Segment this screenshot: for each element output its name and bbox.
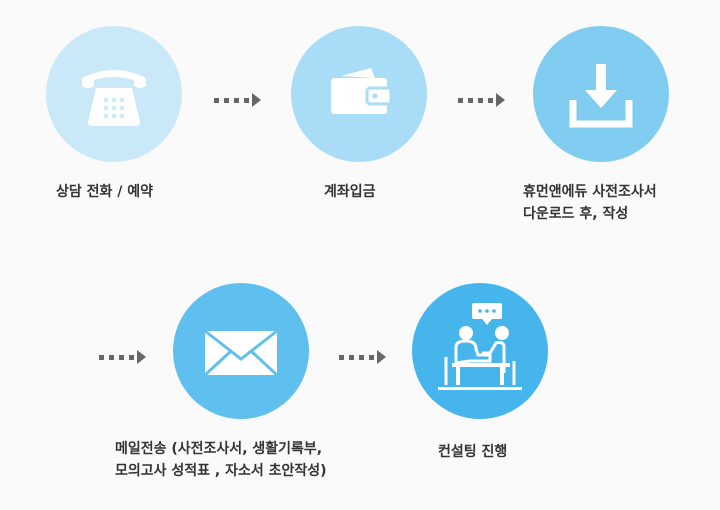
step-mail-label: 메일전송 (사전조사서, 생활기록부, 모의고사 성적표 , 자소서 초안작성) <box>115 438 327 482</box>
phone-icon <box>82 70 146 126</box>
step-download-label-line2: 다운로드 후, 작성 <box>523 206 629 222</box>
download-icon <box>569 64 633 128</box>
step-phone-label: 상담 전화 / 예약 <box>56 184 154 200</box>
arrow-right-icon <box>99 350 146 364</box>
consulting-icon <box>438 303 522 390</box>
step-download-circle <box>533 26 669 162</box>
step-mail-label-line1: 메일전송 (사전조사서, 생활기록부, <box>115 441 323 457</box>
arrow-right-icon <box>339 350 386 364</box>
step-consulting-circle <box>412 283 548 419</box>
step-wallet-circle <box>291 26 427 162</box>
mail-icon <box>203 329 279 377</box>
step-mail-circle <box>173 283 309 419</box>
step-consulting-label: 컨설팅 진행 <box>438 444 508 460</box>
step-mail-label-line2: 모의고사 성적표 , 자소서 초안작성) <box>115 463 327 479</box>
arrow-right-icon <box>458 93 505 107</box>
step-wallet-label: 계좌입금 <box>324 184 376 200</box>
wallet-icon <box>331 68 393 114</box>
arrow-right-icon <box>214 93 261 107</box>
step-phone-circle <box>46 26 182 162</box>
step-download-label: 휴먼앤에듀 사전조사서 다운로드 후, 작성 <box>523 181 657 225</box>
step-download-label-line1: 휴먼앤에듀 사전조사서 <box>523 184 657 200</box>
